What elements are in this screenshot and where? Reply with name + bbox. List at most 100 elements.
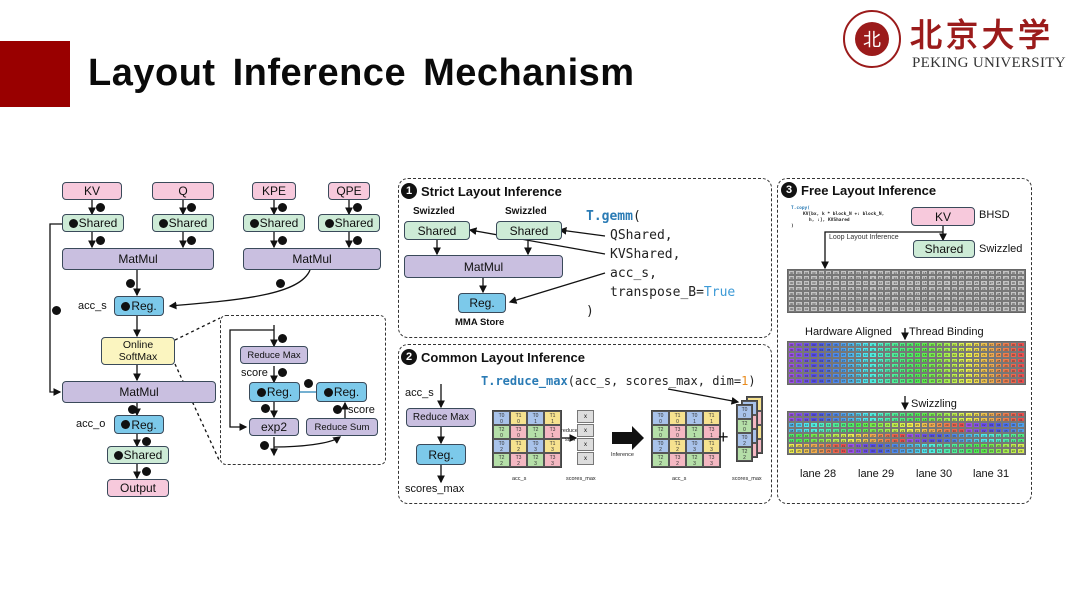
element-cell: 26 [921,427,929,433]
element-cell: 08 [847,301,855,307]
element-cell: 09 [854,378,862,384]
element-cell: 21 [943,352,951,358]
step-badge [278,368,287,377]
element-cell: 21 [943,373,951,379]
element-cell: 06 [832,342,840,348]
code-close: ) [586,304,594,319]
element-cell: 28 [935,422,944,428]
element-cell: 26 [802,443,811,449]
element-cell: 29 [1002,270,1010,276]
element-cell: 20 [935,295,944,302]
step-badge [256,387,266,397]
element-cell: 19 [928,275,936,281]
element-cell: 05 [824,347,833,353]
element-cell: 31 [1017,378,1025,384]
exp2-node: exp2 [249,418,299,436]
element-cell: 12 [876,301,885,307]
element-cell: 31 [1017,342,1025,348]
element-cell: 05 [943,432,951,438]
element-cell: 05 [824,357,833,363]
element-cell: 25 [795,443,803,449]
element-cell: 21 [943,417,951,423]
element-cell: 06 [832,352,840,358]
element-cell: 07 [839,275,848,281]
element-cell: 05 [824,280,833,286]
element-cell: 13 [884,290,892,296]
element-cell: 28 [817,443,825,449]
element-cell: 17 [795,432,803,438]
element-cell: 14 [891,285,899,291]
element-cell: 14 [891,301,899,307]
element-cell: 00 [788,352,796,358]
element-cell: 24 [965,280,973,286]
element-cell: 15 [898,352,907,358]
element-cell: 05 [824,342,833,348]
element-cell: 17 [913,280,922,286]
element-cell: 09 [854,280,862,286]
step-badge [121,420,131,429]
element-cell: 01 [972,422,981,428]
element-cell: 00 [788,373,796,379]
element-cell: 15 [957,448,966,454]
swizzling-label: Swizzling [911,398,957,410]
element-cell: 14 [891,270,899,276]
element-cell: 06 [832,367,840,374]
element-cell: 14 [891,295,899,302]
acc-o-label: acc_o [76,418,106,430]
element-cell: 13 [884,301,892,307]
element-cell: 29 [824,443,833,449]
element-cell: 26 [980,378,988,384]
node-label: Reg. [428,447,454,462]
element-cell: 17 [854,427,862,433]
element-cell: 06 [832,378,840,384]
element-cell: 23 [898,427,907,433]
element-cell: 09 [854,295,862,302]
element-cell: 10 [921,448,929,454]
element-cell: 24 [906,422,914,428]
element-cell: 06 [832,306,840,312]
element-cell: 29 [1002,357,1010,363]
element-cell: 13 [943,443,951,449]
element-cell: 21 [824,437,833,444]
element-cell: 05 [824,270,833,276]
element-cell: 01 [795,357,803,363]
node-label: Reg. [131,299,157,313]
element-cell: 10 [980,432,988,438]
element-cell: 22 [950,280,958,286]
element-cell: 12 [876,347,885,353]
element-cell: 11 [869,367,877,374]
element-cell: 16 [788,432,796,438]
element-cell: 01 [795,290,803,296]
node-label: Shared [334,216,374,230]
element-cell: 07 [839,378,848,384]
element-cell: 20 [935,352,944,358]
element-cell: 08 [788,422,796,428]
element-cell: 12 [876,378,885,384]
element-cell: 11 [869,417,877,423]
node-label: exp2 [260,420,288,434]
element-cell: 17 [972,448,981,454]
element-cell: 17 [795,437,803,444]
element-cell: 20 [935,275,944,281]
step-badge [324,218,334,228]
element-cell: 13 [824,427,833,433]
element-cell: 05 [824,301,833,307]
copy-code-close: ) [791,224,794,229]
element-cell: 09 [854,290,862,296]
element-cell: 01 [795,270,803,276]
element-cell: 15 [898,378,907,384]
element-cell: 13 [1002,432,1010,438]
element-cell: 02 [802,357,811,363]
element-cell: 07 [1017,422,1025,428]
step-badge [278,236,287,245]
code-function: T.gemm [586,209,633,224]
element-cell: 25 [972,362,981,368]
element-cell: 26 [980,270,988,276]
element-cell: 18 [861,422,870,428]
element-cell: 28 [994,301,1003,307]
